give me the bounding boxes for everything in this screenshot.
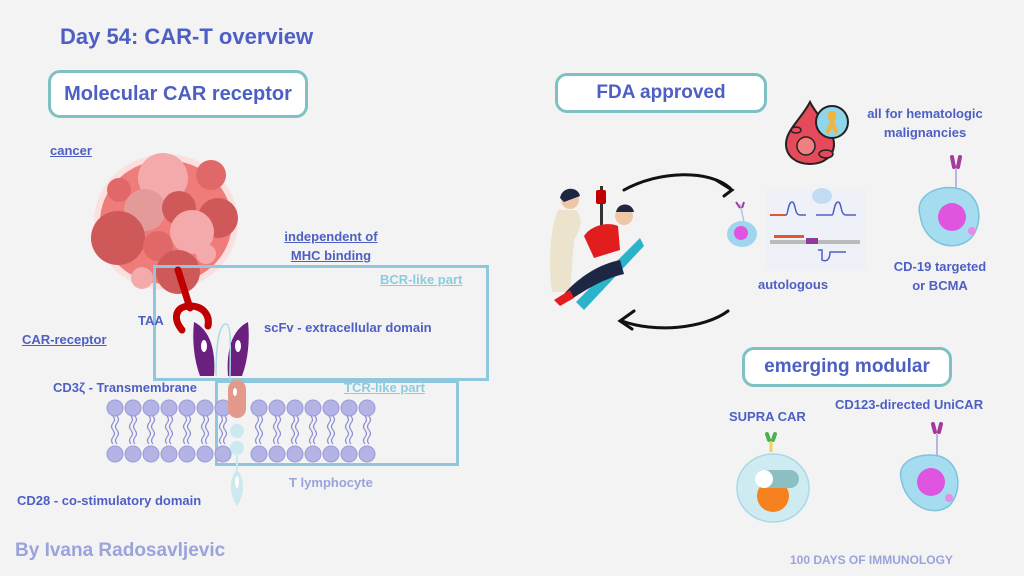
phospholipid xyxy=(214,399,232,463)
autologous-label: autologous xyxy=(758,277,829,292)
phospholipid xyxy=(268,399,286,463)
phospholipid xyxy=(340,399,358,463)
scfv-domain-icon xyxy=(193,322,249,381)
bcr-like-frame xyxy=(153,265,489,381)
phospholipid xyxy=(358,399,376,463)
hematologic-label-line2: malignancies xyxy=(883,125,967,140)
phospholipid xyxy=(250,399,268,463)
cd3z-transmembrane-label: CD3ζ - Transmembrane xyxy=(53,380,197,395)
cancer-label: cancer xyxy=(50,143,92,158)
phospholipid xyxy=(124,399,142,463)
section-emerging-modular: emerging modular xyxy=(742,347,952,387)
car-t-cell-small-icon xyxy=(727,201,757,247)
cd19-label-line1: CD-19 targeted xyxy=(893,259,987,274)
phospholipid xyxy=(196,399,214,463)
series-label: 100 DAYS OF IMMUNOLOGY xyxy=(790,553,953,567)
phospholipid xyxy=(286,399,304,463)
cd28-label: CD28 - co-stimulatory domain xyxy=(17,493,202,508)
blood-cancer-icon xyxy=(784,99,849,166)
hematologic-label: all for hematologic malignancies xyxy=(860,106,990,140)
supra-car-label: SUPRA CAR xyxy=(729,409,806,424)
phospholipid xyxy=(322,399,340,463)
section-molecular-car: Molecular CAR receptor xyxy=(48,70,308,118)
cell-membrane-icon xyxy=(106,399,376,463)
cancer-cell-icon xyxy=(91,153,238,294)
arrow-forward-icon xyxy=(622,173,735,198)
car-receptor-label: CAR-receptor xyxy=(22,332,107,347)
phospholipid xyxy=(160,399,178,463)
section-fda-approved: FDA approved xyxy=(555,73,767,113)
phospholipid xyxy=(178,399,196,463)
cd19-car-t-cell-icon xyxy=(918,155,980,247)
author-credit: By Ivana Radosavljevic xyxy=(15,540,226,561)
gene-editing-icon xyxy=(766,188,866,270)
mhc-label-line1: independent of xyxy=(284,229,378,244)
section-emerging-modular-label: emerging modular xyxy=(764,356,930,377)
transmembrane-domain-icon xyxy=(228,380,246,506)
mhc-label: independent of MHC binding xyxy=(276,229,386,263)
phospholipid xyxy=(142,399,160,463)
unicar-label: CD123-directed UniCAR xyxy=(835,397,984,412)
section-molecular-car-label: Molecular CAR receptor xyxy=(64,82,292,105)
mhc-label-line2: MHC binding xyxy=(290,248,372,263)
hematologic-label-line1: all for hematologic xyxy=(867,106,983,121)
phospholipid xyxy=(304,399,322,463)
arrow-back-icon xyxy=(617,309,730,331)
supra-car-cell-icon xyxy=(736,432,810,523)
tcr-like-label: TCR-like part xyxy=(344,380,425,395)
taa-antigen-icon xyxy=(172,266,212,334)
t-lymphocyte-label: T lymphocyte xyxy=(289,475,373,490)
bcr-like-label: BCR-like part xyxy=(380,272,463,287)
page-title: Day 54: CAR-T overview xyxy=(60,24,314,49)
scfv-label: scFv - extracellular domain xyxy=(264,320,432,335)
section-fda-approved-label: FDA approved xyxy=(596,82,726,103)
tcr-like-frame xyxy=(215,380,459,466)
unicar-cell-icon xyxy=(899,422,959,512)
taa-label: TAA xyxy=(138,313,164,328)
phospholipid xyxy=(106,399,124,463)
cd19-label: CD-19 targeted or BCMA xyxy=(890,259,990,293)
cd19-label-line2: or BCMA xyxy=(912,278,968,293)
patient-apheresis-illustration xyxy=(550,186,644,310)
